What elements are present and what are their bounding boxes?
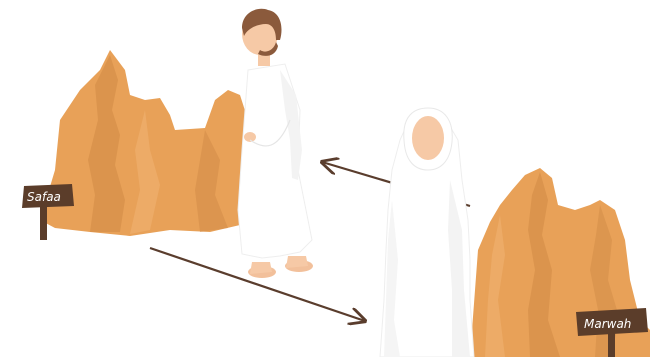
pilgrim-woman-icon: [380, 108, 474, 357]
pilgrim-man-icon: [238, 9, 313, 278]
safaa-label: Safaa: [27, 190, 61, 204]
safaa-hill-icon: [40, 50, 248, 236]
marwah-label: Marwah: [584, 317, 631, 331]
